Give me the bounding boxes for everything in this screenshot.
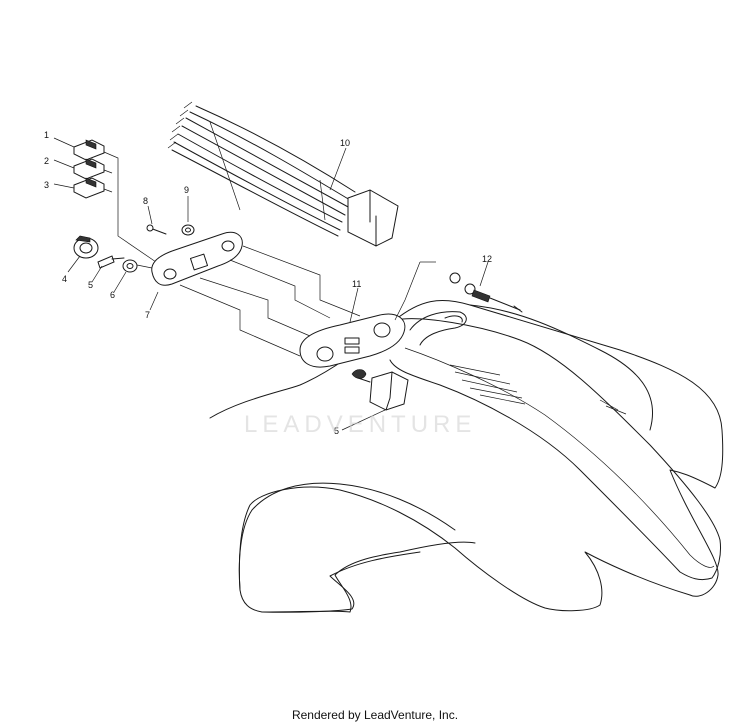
- callout-2: 2: [44, 156, 49, 166]
- washer-9: [181, 224, 195, 236]
- callout-1: 1: [44, 130, 49, 140]
- callout-9: 9: [184, 185, 189, 195]
- callout-12: 12: [482, 254, 492, 264]
- fitting-12: [449, 272, 523, 313]
- callout-5a: 5: [88, 280, 93, 290]
- front-fender: [209, 299, 724, 613]
- callout-6: 6: [110, 290, 115, 300]
- indicator-cap-1: [73, 139, 105, 161]
- ignition-switch-4: [73, 235, 99, 259]
- callout-8: 8: [143, 196, 148, 206]
- watermark: LEADVENTURE: [244, 411, 476, 438]
- screw-8: [146, 224, 167, 235]
- wire-harness-10: [167, 101, 399, 247]
- indicator-cap-2: [73, 158, 105, 180]
- callout-10: 10: [340, 138, 350, 148]
- callout-labels: 1 2 3 4 5 6 7 8 9 10 11 12 5: [44, 130, 492, 436]
- footer-credit: Rendered by LeadVenture, Inc.: [291, 708, 459, 722]
- key-5: [97, 255, 125, 269]
- dash-plate-11: [299, 313, 406, 368]
- indicator-cap-3: [73, 177, 105, 199]
- switch-block-5: [351, 369, 409, 411]
- nut-6: [122, 259, 138, 273]
- leader-lines: [53, 137, 489, 431]
- callout-7: 7: [145, 310, 150, 320]
- callout-11: 11: [352, 279, 361, 289]
- switch-plate-7: [151, 231, 243, 286]
- callout-3: 3: [44, 180, 49, 190]
- callout-4: 4: [62, 274, 67, 284]
- callout-5b: 5: [334, 426, 339, 436]
